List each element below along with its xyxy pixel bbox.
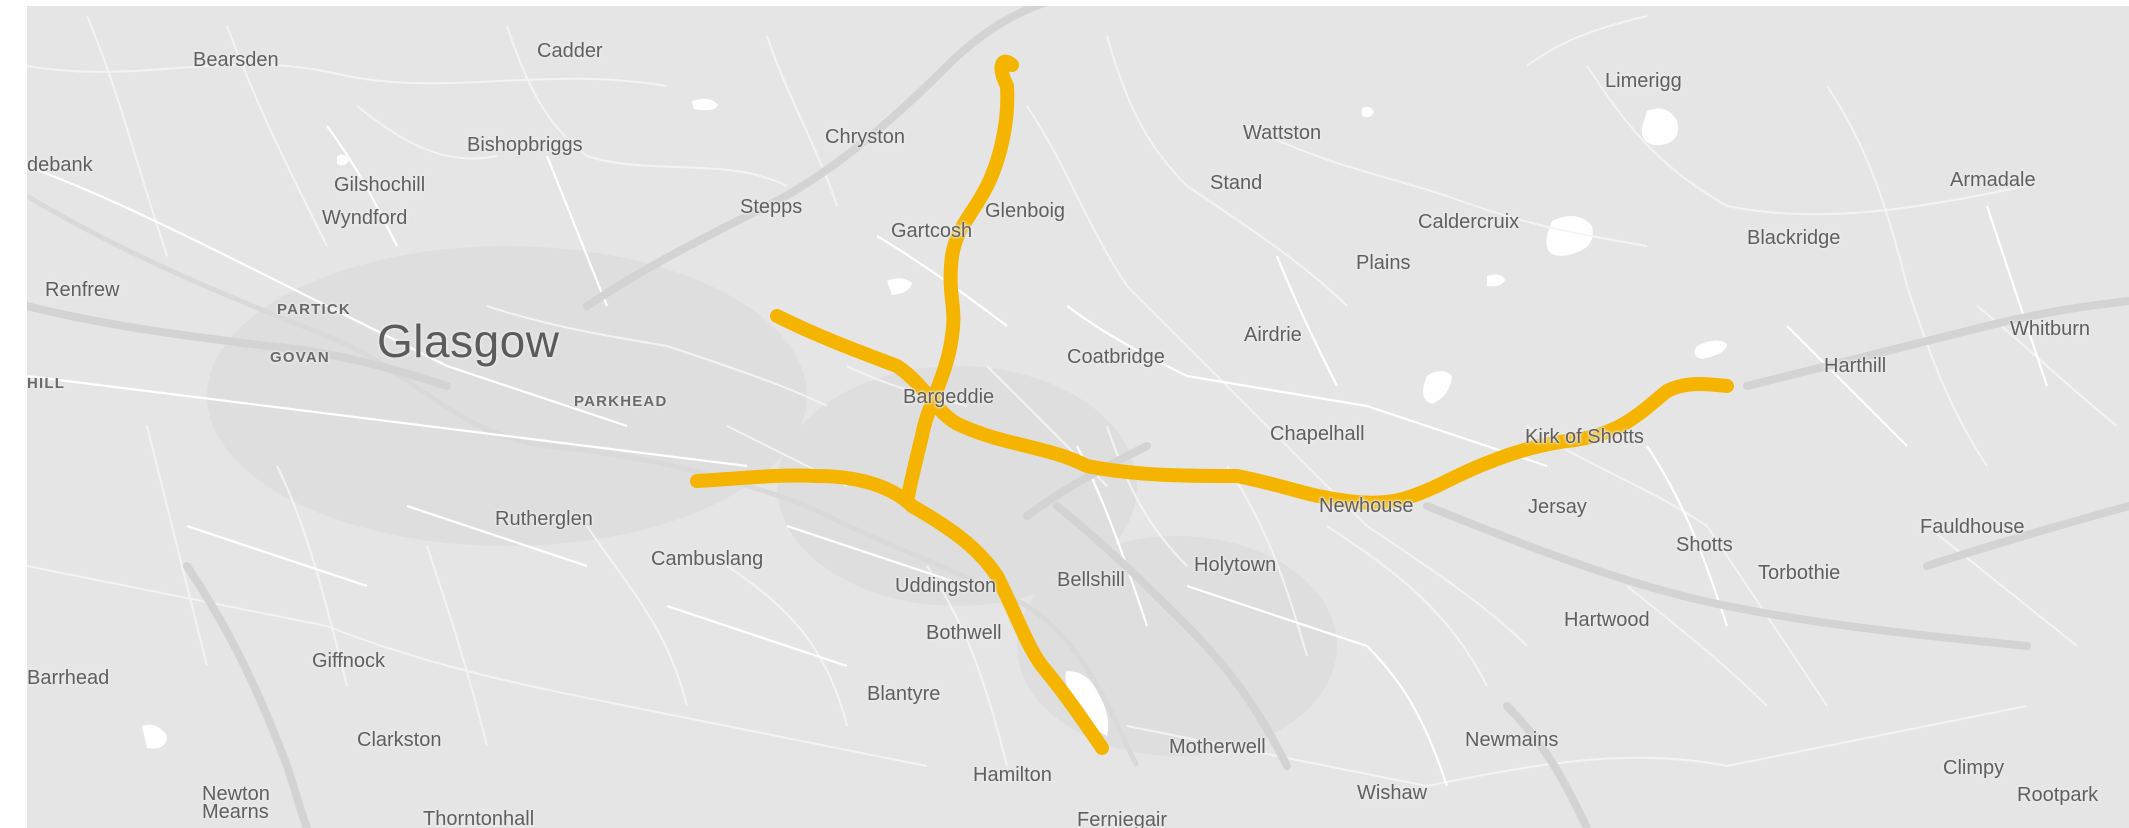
- motorway-m73-south: [1503, 702, 1591, 828]
- map-canvas[interactable]: [27, 6, 2129, 828]
- river-clyde: [27, 193, 1140, 768]
- place-label-giffnock: Giffnock: [312, 650, 385, 672]
- motorway-a71: [1423, 502, 2031, 650]
- place-label-plains: Plains: [1356, 252, 1411, 274]
- place-label-gartcosh: Gartcosh: [891, 220, 973, 242]
- motorway-a725: [1023, 442, 1151, 520]
- water-bodies: [142, 98, 1727, 749]
- place-label-chapelhall: Chapelhall: [1270, 423, 1365, 445]
- place-label-bishopbriggs: Bishopbriggs: [467, 134, 583, 156]
- place-label-govan: GOVAN: [270, 349, 330, 366]
- place-label-climpy: Climpy: [1943, 757, 2005, 779]
- place-label-ferniegair: Ferniegair: [1077, 809, 1168, 828]
- place-label-motherwell: Motherwell: [1169, 736, 1266, 758]
- lake-airdrie: [1423, 371, 1452, 404]
- place-label-holytown: Holytown: [1194, 554, 1277, 576]
- place-label-clarkston: Clarkston: [357, 729, 442, 751]
- motorway-south: [1923, 502, 2129, 570]
- place-label-chryston: Chryston: [825, 126, 906, 148]
- place-label-whitburn: Whitburn: [2010, 318, 2091, 340]
- place-label-baillieston: Bargeddie: [903, 386, 995, 408]
- place-label-hill: HILL: [27, 375, 66, 392]
- place-label-newton-mearns-2: Mearns: [202, 801, 269, 823]
- route-overlay[interactable]: [690, 54, 1734, 755]
- place-label-newton-mearns-1: Newton: [202, 783, 270, 805]
- place-label-torbothie: Torbothie: [1758, 562, 1841, 584]
- place-label-thorntonhall: Thorntonhall: [423, 808, 535, 828]
- place-label-harthill: Harthill: [1824, 355, 1887, 377]
- place-label-bellshill: Bellshill: [1057, 569, 1125, 591]
- lake-1340: [1362, 106, 1374, 118]
- place-label-cambuslang: Cambuslang: [651, 548, 764, 570]
- place-label-stand: Stand: [1210, 172, 1263, 194]
- place-label-glenboig: Glenboig: [985, 200, 1066, 222]
- place-label-wattston: Wattston: [1243, 122, 1322, 144]
- motorways: [27, 6, 2129, 828]
- lake-limerigg: [1641, 108, 1678, 146]
- place-label-airdrie: Airdrie: [1244, 324, 1302, 346]
- place-label-rootpark: Rootpark: [2017, 784, 2099, 806]
- place-label-kirk-of-shotts: Kirk of Shotts: [1525, 426, 1644, 448]
- place-label-bothwell: Bothwell: [926, 622, 1002, 644]
- lake-1470: [1487, 274, 1505, 287]
- route-m74: [690, 468, 1109, 755]
- place-label-wyndford: Wyndford: [322, 207, 408, 229]
- route-m8-east: [770, 309, 1734, 510]
- lake-caldercruix: [1546, 216, 1593, 256]
- place-label-jersay: Jersay: [1528, 496, 1587, 518]
- lake-strathclyde: [1065, 671, 1109, 736]
- place-label-rutherglen: Rutherglen: [495, 508, 593, 530]
- place-label-hartwood: Hartwood: [1564, 609, 1650, 631]
- place-label-gilshochill: Gilshochill: [334, 174, 426, 196]
- place-label-barrhead: Barrhead: [27, 667, 110, 689]
- local-roads: [27, 125, 2049, 787]
- place-label-armadale: Armadale: [1950, 169, 2036, 191]
- place-label-cadder: Cadder: [537, 40, 603, 62]
- place-label-stepps: Stepps: [740, 196, 803, 218]
- place-label-blantyre: Blantyre: [867, 683, 941, 705]
- place-label-hamilton: Hamilton: [973, 764, 1052, 786]
- place-label-parkhead: PARKHEAD: [574, 393, 668, 410]
- place-label-shotts: Shotts: [1676, 534, 1733, 556]
- motorway-m8-west: [27, 302, 451, 390]
- lake-harthill: [1694, 340, 1727, 359]
- place-label-bearsden: Bearsden: [193, 49, 279, 71]
- motorway-m8-east: [1743, 297, 2129, 390]
- lake-690: [692, 98, 718, 111]
- place-label-coatbridge: Coatbridge: [1067, 346, 1165, 368]
- motorway-m80: [583, 6, 1048, 310]
- lake-310: [337, 154, 349, 166]
- place-label-glasgow: Glasgow: [377, 315, 560, 367]
- lake-west: [142, 724, 167, 749]
- place-label-blackridge: Blackridge: [1747, 227, 1841, 249]
- place-label-partick: PARTICK: [277, 301, 351, 318]
- place-label-uddingston: Uddingston: [895, 575, 997, 597]
- place-label-renfrew: Renfrew: [45, 279, 120, 301]
- motorway-m77: [183, 562, 311, 828]
- place-label-clydebank: debank: [27, 154, 93, 176]
- place-label-newmains: Newmains: [1465, 729, 1559, 751]
- route-m73-north: [900, 54, 1019, 508]
- lake-gartcosh: [887, 278, 912, 295]
- motorway-m74: [1053, 502, 1291, 770]
- place-label-newhouse: Newhouse: [1319, 495, 1414, 517]
- place-label-fauldhouse: Fauldhouse: [1920, 516, 2025, 538]
- place-label-limerigg: Limerigg: [1605, 70, 1682, 92]
- place-label-caldercruix: Caldercruix: [1418, 211, 1520, 233]
- place-label-wishaw: Wishaw: [1357, 782, 1428, 804]
